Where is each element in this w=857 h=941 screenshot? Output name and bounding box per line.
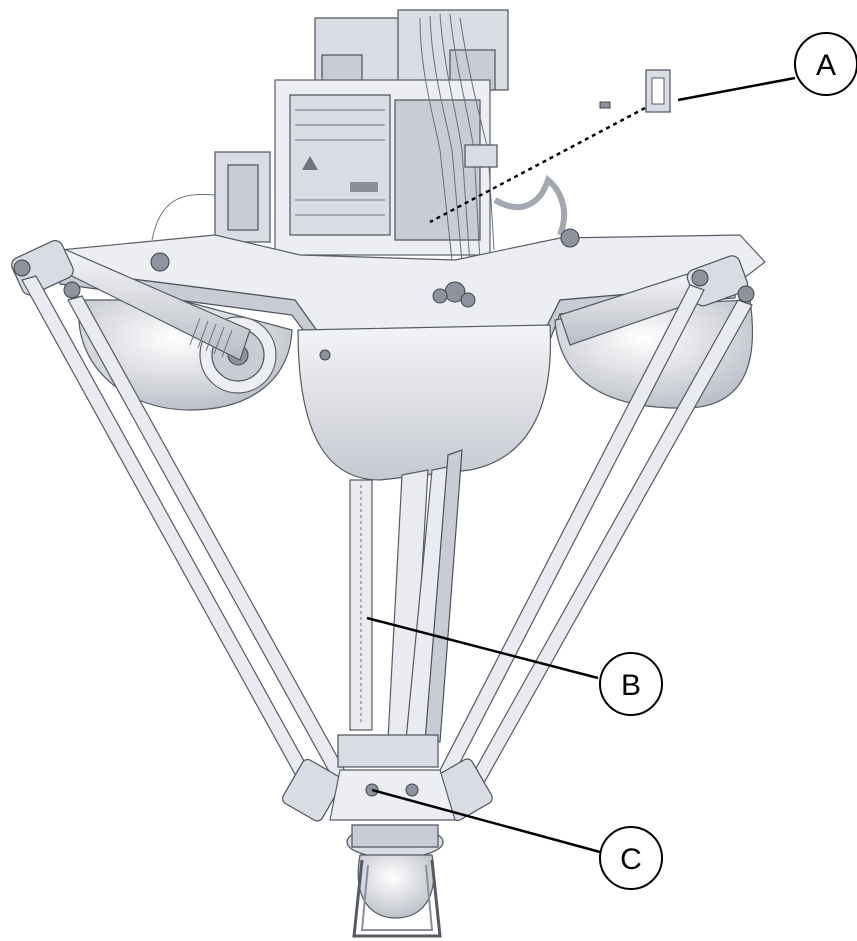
callout-b: B: [366, 616, 663, 716]
telescopic-shaft: [349, 449, 463, 743]
end-effector: [282, 734, 493, 859]
callout-label-b: B: [621, 669, 641, 702]
callout-label-a: A: [816, 49, 836, 82]
gripper: [352, 854, 442, 938]
leader-line-c: [371, 788, 601, 854]
leader-line-a: [677, 76, 796, 102]
side-connector: [151, 151, 271, 243]
parallel-rods-left: [21, 275, 351, 785]
sensor-cable-dashed: [429, 106, 646, 224]
upper-ball-joints: [13, 259, 755, 303]
cable-loop: [493, 174, 567, 237]
callout-label-c: C: [620, 843, 642, 876]
central-body: [297, 324, 552, 481]
callout-a: A: [677, 32, 857, 102]
sensor-module-icon: [599, 69, 671, 113]
leader-line-b: [366, 616, 599, 680]
callout-circle-a: [794, 32, 857, 96]
callout-circle-c: [599, 826, 663, 890]
callout-c: C: [371, 788, 663, 890]
callout-circle-b: [599, 652, 663, 716]
parallel-rods-right: [435, 284, 753, 791]
motor-housing: [274, 9, 509, 265]
